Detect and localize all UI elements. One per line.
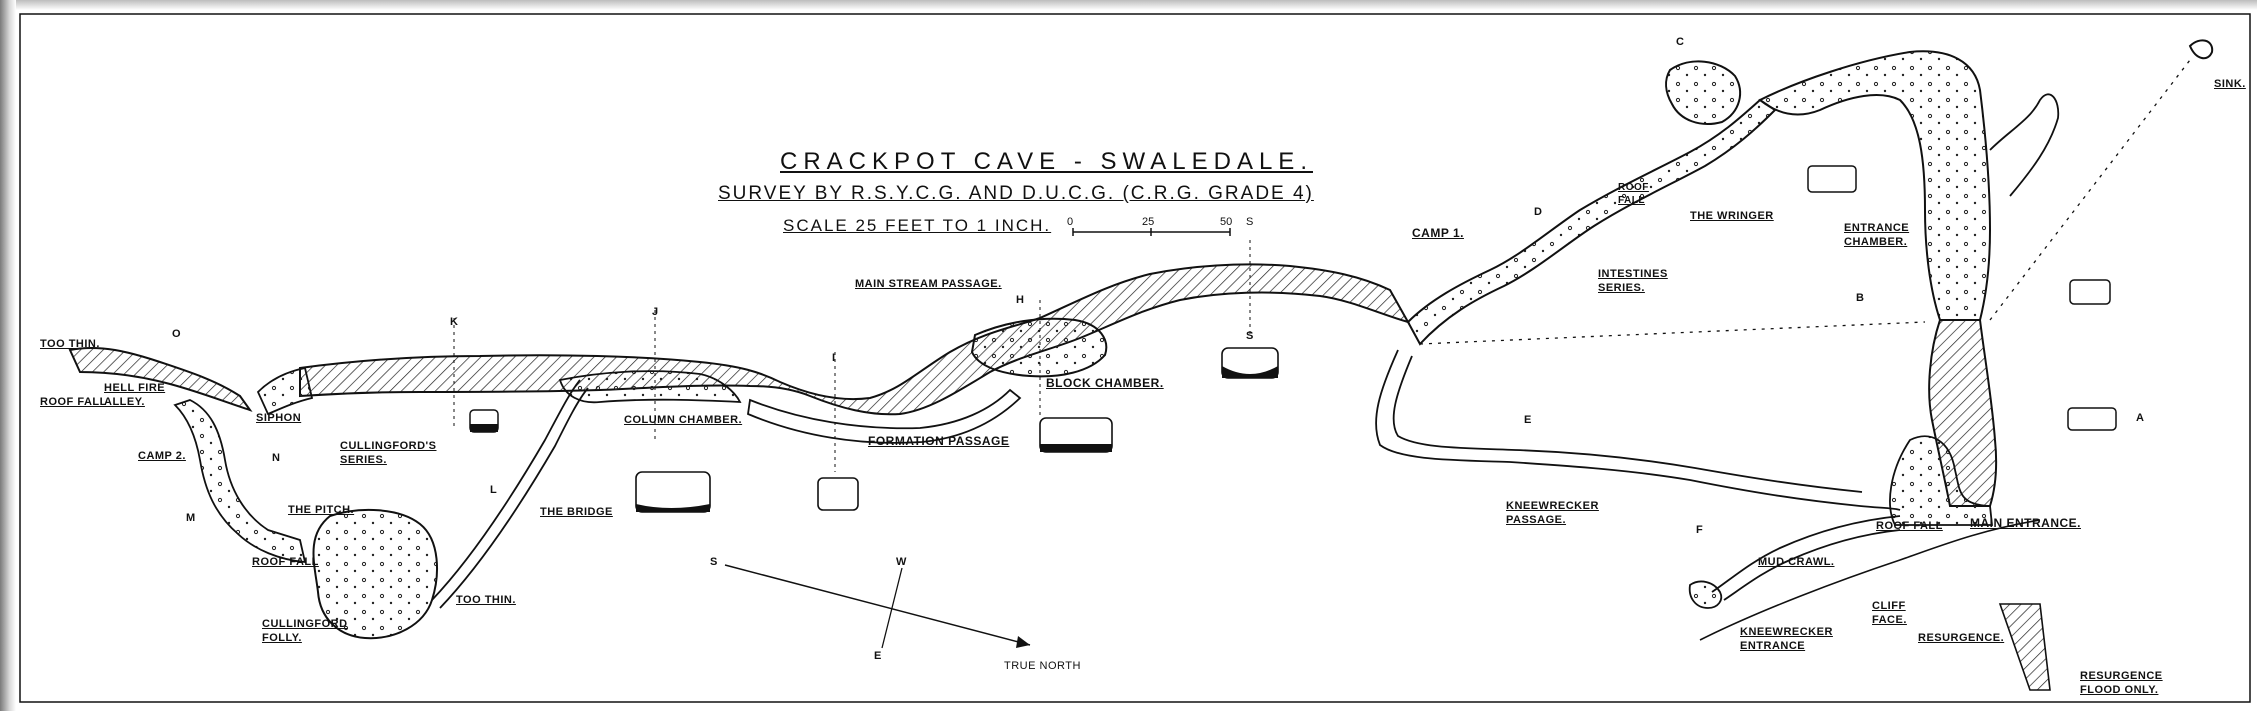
label-hell-fire-alley: HELL FIRE ALLEY. (104, 382, 166, 408)
formation-passage-shape (747, 388, 1022, 444)
label-block-chamber: BLOCK CHAMBER. (1046, 376, 1164, 390)
main-stream-passage-shape (299, 263, 1411, 416)
label-too-thin-folly: TOO THIN. (456, 594, 516, 606)
label-resurgence: RESURGENCE. (1918, 632, 2005, 644)
map-border (19, 13, 2251, 703)
section-letter-m: M (186, 512, 196, 524)
label-main-entrance: MAIN ENTRANCE. (1970, 516, 2081, 530)
entrance-chamber-shape (1758, 50, 1992, 321)
main-entrance-lower (1889, 435, 1993, 526)
scale-s-letter: S (1246, 216, 1254, 228)
column-chamber-shape (558, 370, 742, 404)
label-resurgence-flood-only: RESURGENCE FLOOD ONLY. (2080, 670, 2163, 696)
section-letter-i: I (832, 352, 836, 364)
section-letter-b: B (1856, 292, 1864, 304)
section-letter-n: N (272, 452, 280, 464)
scan-edge-top (0, 0, 2257, 10)
passage-to-bridge (431, 379, 589, 609)
label-the-wringer: THE WRINGER (1690, 210, 1774, 222)
scale-tick-50: 50 (1220, 216, 1233, 228)
label-roof-fall-upper: ROOF FALL (1618, 182, 1649, 206)
scale-caption: SCALE 25 FEET TO 1 INCH. (783, 216, 1052, 235)
label-the-bridge: THE BRIDGE (540, 506, 613, 518)
section-b (2069, 279, 2111, 305)
mud-crawl-shape (1711, 515, 1901, 601)
survey-line-main (1419, 321, 1926, 345)
kneewrecker-passage-shape (1375, 349, 1901, 511)
compass-e: E (874, 650, 882, 662)
section-letter-h: H (1016, 294, 1024, 306)
label-formation-passage: FORMATION PASSAGE (868, 434, 1010, 448)
label-cliff-face: CLIFF FACE. (1872, 600, 1907, 626)
section-letter-o: O (172, 328, 181, 340)
section-letter-c: C (1676, 36, 1684, 48)
label-cullingford-folly: CULLINGFORD FOLLY. (262, 618, 348, 644)
hell-fire-alley-shape (68, 346, 253, 412)
section-letter-j: J (652, 306, 659, 318)
true-north-arrow (724, 564, 1031, 646)
section-letter-f: F (1696, 524, 1703, 536)
scale-tick-0: 0 (1067, 216, 1074, 228)
label-kneewrecker-passage: KNEEWRECKER PASSAGE. (1506, 500, 1599, 526)
label-roof-fall-left: ROOF FALL (40, 396, 107, 408)
label-main-stream-passage: MAIN STREAM PASSAGE. (855, 278, 1002, 290)
upper-chamber-c (1665, 60, 1742, 125)
siphon-shape (256, 366, 314, 416)
resurgence-shape (1998, 603, 2051, 691)
block-chamber-shape (970, 317, 1108, 378)
section-c (1807, 165, 1857, 193)
cliff-face-line (1699, 519, 2041, 641)
compass-true-north: TRUE NORTH (1004, 660, 1081, 672)
compass-w: W (896, 556, 907, 568)
kneewrecker-entrance-shape (1688, 580, 1723, 609)
label-siphon: SIPHON (256, 412, 302, 424)
label-the-pitch: THE PITCH. (288, 504, 355, 516)
scale-tick-25: 25 (1142, 216, 1155, 228)
map-title: CRACKPOT CAVE - SWALEDALE. (780, 148, 1313, 175)
section-i (817, 477, 859, 511)
compass-we-line (881, 567, 903, 649)
label-too-thin-left: TOO THIN. (40, 338, 100, 350)
survey-line-sink (1989, 59, 2191, 321)
section-a (2067, 407, 2117, 431)
section-letter-a: A (2136, 412, 2144, 424)
the-pitch-passage (173, 399, 307, 563)
survey-credit: SURVEY BY R.S.Y.C.G. AND D.U.C.G. (C.R.G… (718, 183, 1314, 204)
label-cullingfords-series: CULLINGFORD'S SERIES. (340, 440, 437, 466)
section-letter-l: L (490, 484, 497, 496)
label-entrance-chamber: ENTRANCE CHAMBER. (1844, 222, 1910, 248)
scan-edge-left (0, 0, 16, 711)
section-letter-s: S (1246, 330, 1254, 342)
cullingford-folly-shape (312, 508, 438, 640)
section-letter-k: K (450, 316, 458, 328)
label-intestines-series: INTESTINES SERIES. (1598, 268, 1668, 294)
section-letter-d: D (1534, 206, 1542, 218)
label-camp2: CAMP 2. (138, 450, 186, 462)
label-roof-fall-pitch: ROOF FALL (252, 556, 319, 568)
label-sink: SINK. (2214, 78, 2246, 90)
sink-hole (2188, 39, 2214, 60)
label-kneewrecker-entrance: KNEEWRECKER ENTRANCE (1740, 626, 1833, 652)
label-column-chamber: COLUMN CHAMBER. (624, 414, 743, 426)
label-roof-fall-main: ROOF FALL (1876, 520, 1943, 532)
compass-s: S (710, 556, 718, 568)
sink-stream (1989, 93, 2060, 197)
section-letter-e: E (1524, 414, 1532, 426)
label-mud-crawl: MUD CRAWL. (1758, 556, 1835, 568)
label-camp1: CAMP 1. (1412, 226, 1464, 240)
